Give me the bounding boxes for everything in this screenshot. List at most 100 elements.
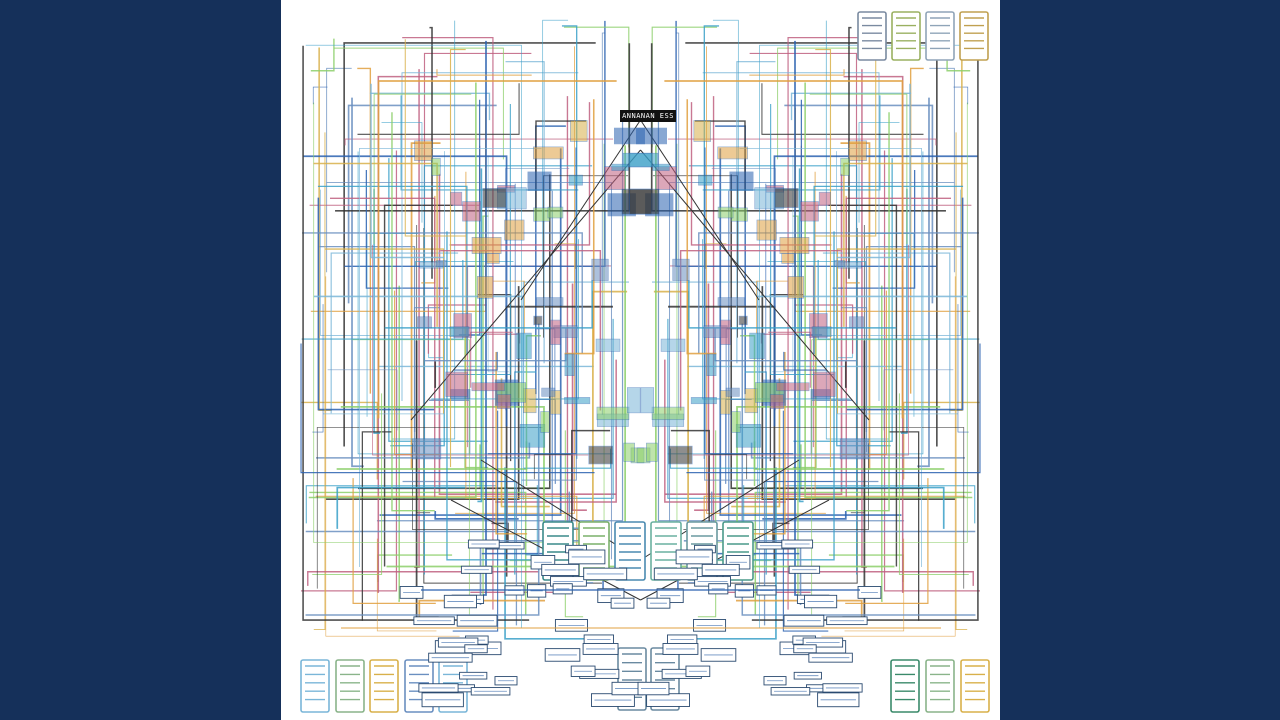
circuit-wire: [344, 20, 606, 268]
circuit-wire: [301, 260, 464, 340]
chip-block: [781, 253, 795, 264]
chip-block: [628, 152, 659, 168]
circuit-wire: [381, 122, 423, 223]
circuit-wire: [359, 148, 542, 567]
circuit-wire: [351, 97, 364, 468]
circuit-wire: [665, 173, 843, 496]
chip-block: [595, 338, 621, 352]
circuit-wire: [762, 511, 847, 520]
server-rack: [925, 659, 955, 713]
circuit-wire: [815, 39, 877, 237]
chip-block: [477, 276, 494, 299]
circuit-wire: [794, 107, 971, 312]
chip-block: [668, 445, 693, 465]
circuit-wire: [373, 93, 472, 245]
circuit-wire: [900, 188, 908, 434]
circuit-wire: [739, 148, 922, 567]
circuit-wire: [525, 485, 538, 556]
circuit-wire: [784, 104, 934, 304]
circuit-wire: [365, 170, 449, 289]
chip-block: [623, 442, 635, 462]
chip-block: [811, 326, 832, 337]
circuit-wire: [953, 86, 969, 105]
chip-block: [738, 315, 748, 326]
circuit-wire: [312, 86, 328, 105]
circuit-wire: [301, 150, 398, 592]
circuit-wire: [957, 304, 969, 433]
chip-block: [636, 127, 668, 145]
circuit-wire: [809, 93, 908, 245]
circuit-wire: [305, 485, 497, 524]
circuit-wire: [836, 151, 958, 415]
circuit-wire: [391, 20, 456, 440]
circuit-wire: [302, 232, 583, 354]
circuit-wire: [307, 571, 539, 586]
circuit-wire: [325, 276, 460, 637]
circuit-wire: [844, 361, 847, 388]
circuit-wire: [312, 393, 383, 575]
circuit-wire: [784, 485, 976, 524]
circuit-wire: [749, 69, 845, 76]
circuit-wire: [848, 26, 852, 279]
circuit-wire: [667, 138, 937, 146]
circuit-wire: [486, 333, 521, 344]
circuit-wire: [686, 99, 717, 355]
circuit-wire: [711, 168, 776, 411]
chip-block: [690, 397, 717, 405]
circuit-wire: [305, 323, 540, 616]
circuit-wire: [313, 132, 326, 631]
circuit-wire: [845, 197, 951, 498]
chip-block: [486, 253, 500, 264]
circuit-wire: [836, 248, 956, 414]
circuit-wire: [640, 119, 760, 301]
circuit-wire: [706, 46, 826, 514]
chip-block: [591, 258, 609, 281]
circuit-wire: [564, 99, 595, 355]
circuit-wire: [315, 495, 578, 560]
circuit-wire: [310, 38, 335, 72]
circuit-wire: [863, 233, 915, 417]
circuit-wire: [493, 280, 525, 334]
circuit-wire: [487, 147, 577, 455]
artwork-label: ANNANAN ESS: [620, 110, 676, 122]
circuit-wire: [514, 371, 537, 575]
circuit-wire: [347, 104, 497, 304]
circuit-wire: [692, 244, 909, 456]
circuit-wire: [846, 197, 964, 411]
circuit-wire: [369, 92, 491, 121]
chip-block: [533, 315, 543, 326]
chip-block: [516, 332, 532, 359]
circuit-wire: [949, 47, 963, 411]
chip-block: [646, 442, 658, 462]
circuit-wire: [712, 19, 739, 269]
circuit-wire: [844, 538, 905, 632]
chip-block: [769, 394, 784, 409]
circuit-wire: [383, 204, 453, 567]
circuit-wire: [761, 83, 924, 135]
circuit-wire: [452, 410, 499, 632]
chip-block: [588, 445, 613, 465]
circuit-wire: [898, 393, 969, 575]
circuit-wire: [366, 233, 418, 417]
circuit-wire: [504, 467, 609, 640]
circuit-wire: [500, 378, 550, 508]
server-rack: [369, 659, 399, 713]
circuit-wire: [825, 20, 890, 440]
chip-block: [731, 411, 741, 433]
circuit-wire: [495, 351, 528, 535]
chip-block: [627, 387, 641, 414]
chip-block: [652, 163, 670, 171]
chip-block: [431, 157, 441, 176]
circuit-wire: [401, 72, 579, 402]
circuit-wire: [783, 351, 827, 371]
circuit-wire: [316, 427, 543, 589]
chip-block: [450, 191, 463, 206]
circuit-wire: [357, 67, 372, 394]
circuit-wire: [843, 75, 904, 593]
circuit-wire: [334, 47, 504, 160]
circuit-wire: [487, 155, 509, 373]
chip-block: [749, 332, 765, 359]
server-rack: [890, 659, 920, 713]
circuit-wire: [841, 307, 868, 453]
